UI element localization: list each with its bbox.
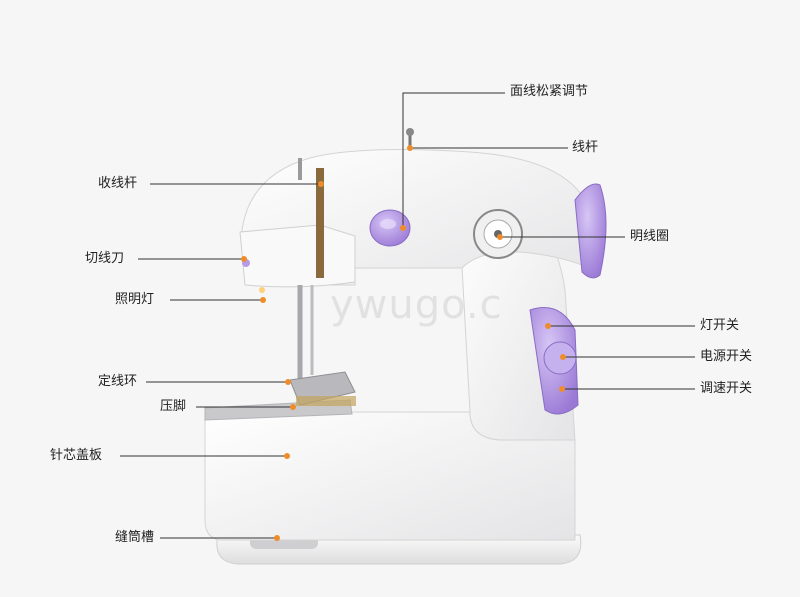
label-needle-plate-cover: 针芯盖板 bbox=[50, 448, 103, 463]
label-presser-foot: 压脚 bbox=[160, 399, 187, 414]
watermark-text: ywugo.c bbox=[330, 282, 503, 328]
label-thread-guide-ring: 定线环 bbox=[98, 374, 138, 389]
leader-lines bbox=[120, 92, 695, 539]
label-take-up-lever: 收线杆 bbox=[98, 176, 138, 191]
label-top-tension: 面线松紧调节 bbox=[510, 84, 589, 99]
label-light-switch: 灯开关 bbox=[700, 318, 740, 333]
label-light: 照明灯 bbox=[115, 292, 155, 307]
take-up-lever-slot bbox=[316, 168, 324, 278]
label-bobbin-slot: 缝筒槽 bbox=[115, 530, 155, 545]
label-speed-switch: 调速开关 bbox=[700, 381, 753, 396]
label-thread-cutter: 切线刀 bbox=[85, 251, 125, 266]
label-thread-rod: 线杆 bbox=[572, 140, 599, 155]
machine-head bbox=[239, 224, 356, 288]
anchor-dots bbox=[241, 145, 566, 541]
hand-wheel-shape bbox=[574, 183, 607, 279]
label-bobbin-winder: 明线圈 bbox=[630, 229, 670, 244]
label-power-switch: 电源开关 bbox=[700, 349, 753, 364]
